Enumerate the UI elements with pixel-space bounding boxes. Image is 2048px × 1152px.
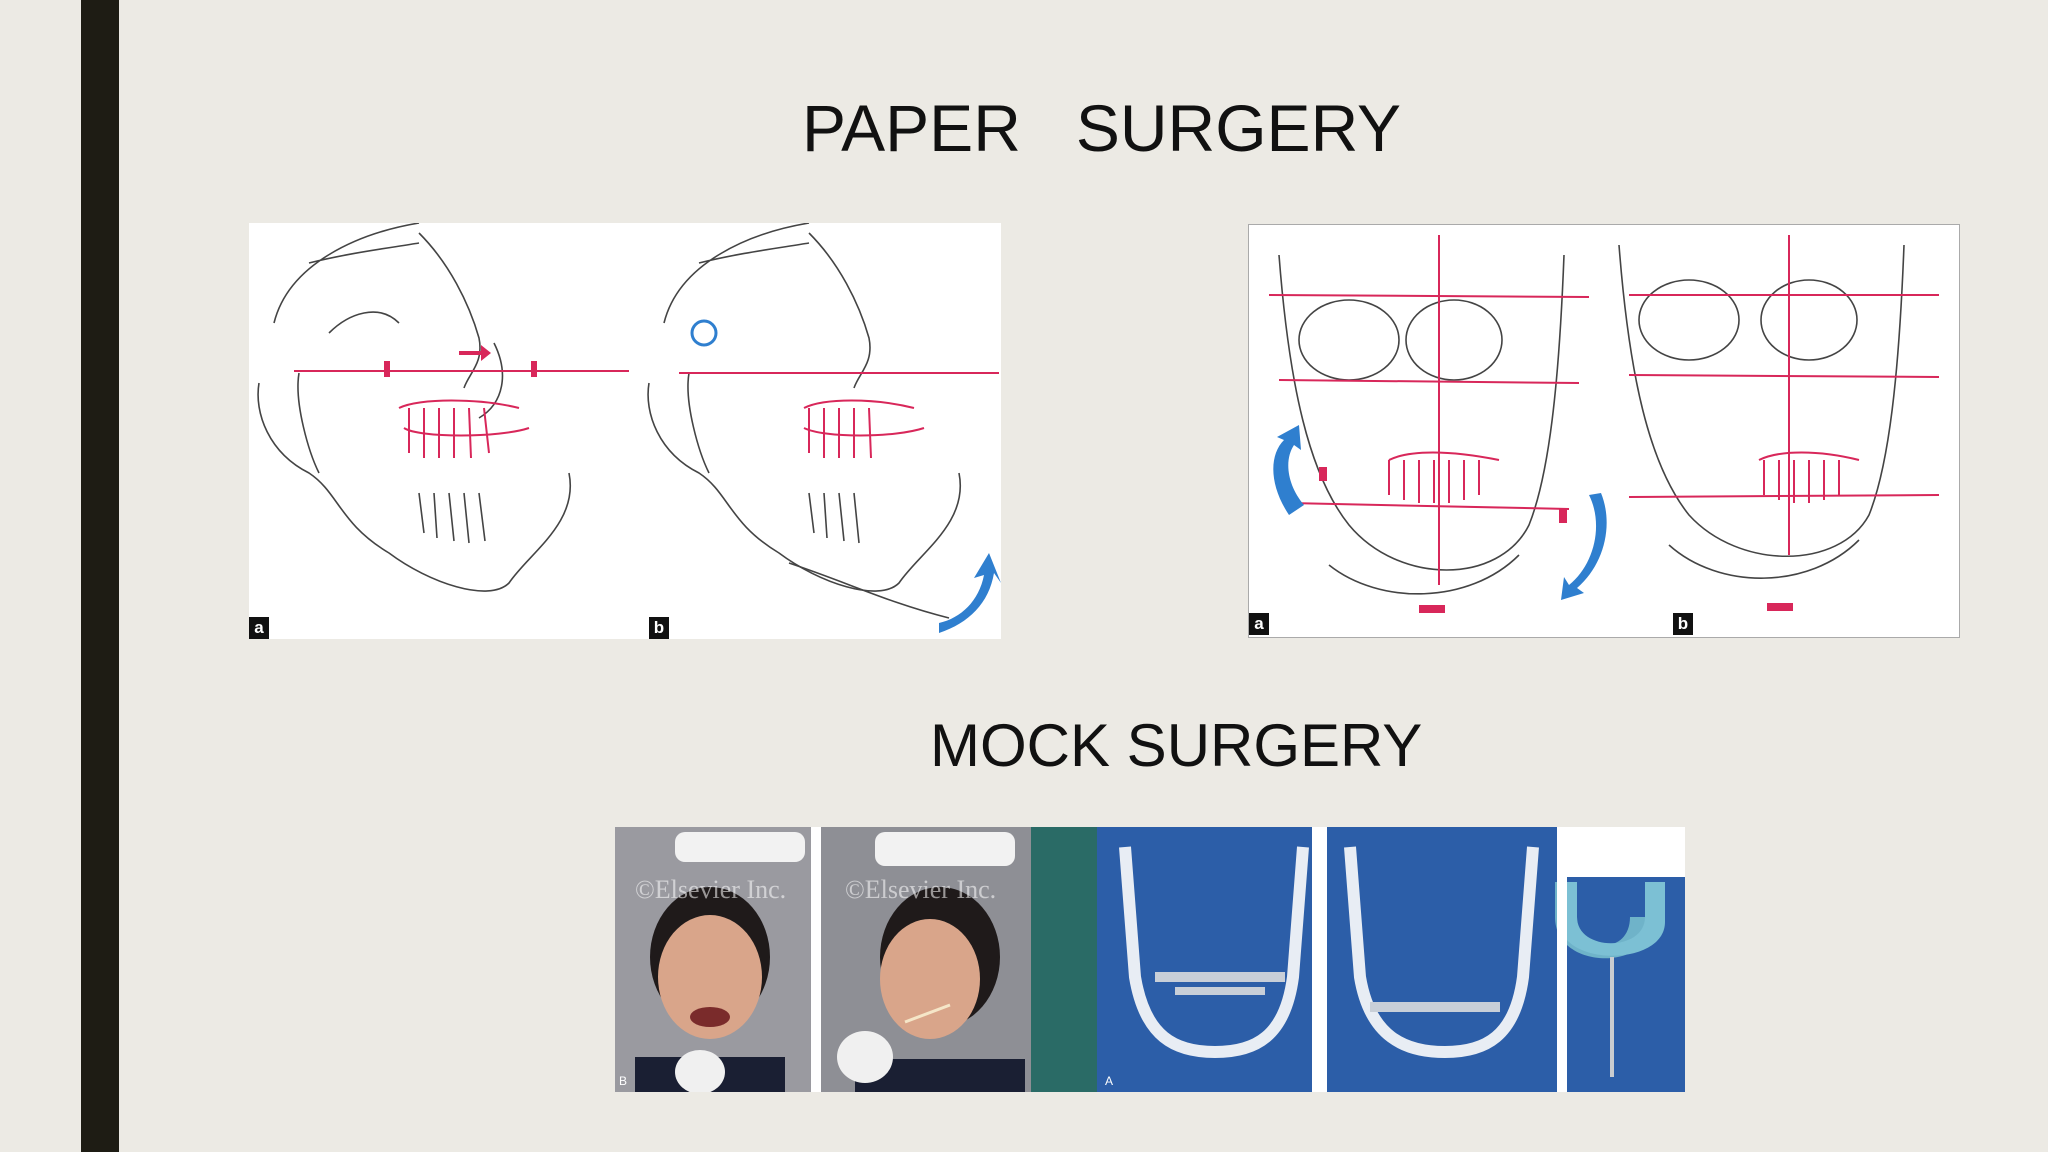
side-accent-bar <box>81 0 119 1152</box>
lateral-label-a: a <box>249 617 269 639</box>
lateral-label-b: b <box>649 617 669 639</box>
watermark-1: ©Elsevier Inc. <box>635 875 787 904</box>
photo-label-b: B <box>619 1074 628 1088</box>
photo-label-a: A <box>1105 1074 1114 1088</box>
frontal-tracing-drawing <box>1268 235 1940 613</box>
mock-surgery-title: MOCK SURGERY <box>930 712 1423 779</box>
frontal-tracing-figure: a b <box>1248 224 1960 638</box>
lateral-tracing-figure: a b <box>249 223 1001 639</box>
mock-surgery-photos-drawing <box>615 827 1685 1092</box>
mock-surgery-photos: ©Elsevier Inc. ©Elsevier Inc. B A <box>615 827 1685 1092</box>
frontal-label-a: a <box>1249 613 1269 635</box>
frontal-label-b: b <box>1673 613 1693 635</box>
watermark-2: ©Elsevier Inc. <box>845 875 997 904</box>
lateral-tracing-drawing <box>257 223 1001 633</box>
paper-surgery-title: PAPER SURGERY <box>802 91 1402 165</box>
